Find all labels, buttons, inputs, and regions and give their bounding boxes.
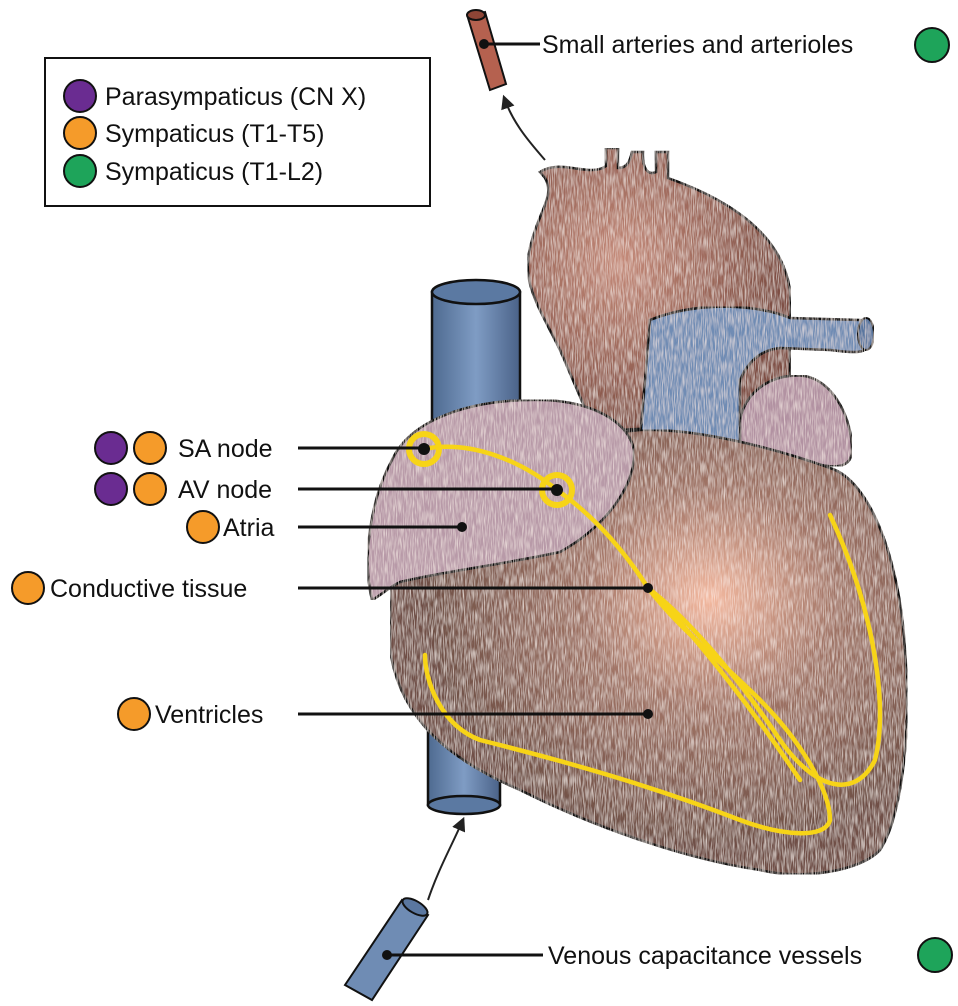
small-artery-segment-icon (467, 10, 540, 90)
label-ventricles: Ventricles (155, 701, 263, 729)
dot-arteries-sympathetic (915, 28, 949, 62)
legend-label-parasympathetic: Parasympaticus (CN X) (105, 83, 366, 111)
label-sa-node: SA node (178, 435, 273, 463)
label-av-node: AV node (178, 476, 272, 504)
legend-swatch-sympathetic-t1-l2 (64, 155, 96, 187)
dot-veins-sympathetic (918, 938, 952, 972)
curved-arrow-icon (505, 100, 545, 160)
legend: Parasympaticus (CN X) Sympaticus (T1-T5)… (45, 58, 430, 206)
ventricles-point (643, 709, 653, 719)
dot-conductive-sympathetic (12, 572, 44, 604)
curved-arrow-icon (428, 822, 462, 900)
label-small-arteries: Small arteries and arterioles (542, 31, 853, 59)
vein-segment-icon (345, 895, 543, 1000)
label-atria: Atria (223, 514, 275, 542)
legend-swatch-sympathetic-t1-t5 (64, 117, 96, 149)
dot-av-sympathetic (134, 473, 166, 505)
dot-av-parasympathetic (95, 473, 127, 505)
atria-point (457, 522, 467, 532)
dot-ventricles-sympathetic (118, 698, 150, 730)
legend-label-sympathetic-t1-t5: Sympaticus (T1-T5) (105, 120, 324, 148)
dot-atria-sympathetic (187, 511, 219, 543)
label-venous-capacitance: Venous capacitance vessels (548, 942, 862, 970)
label-conductive-tissue: Conductive tissue (50, 575, 247, 603)
dot-sa-parasympathetic (95, 432, 127, 464)
conductive-point (643, 583, 653, 593)
legend-swatch-parasympathetic (64, 80, 96, 112)
legend-label-sympathetic-t1-l2: Sympaticus (T1-L2) (105, 158, 323, 186)
dot-sa-sympathetic (134, 432, 166, 464)
